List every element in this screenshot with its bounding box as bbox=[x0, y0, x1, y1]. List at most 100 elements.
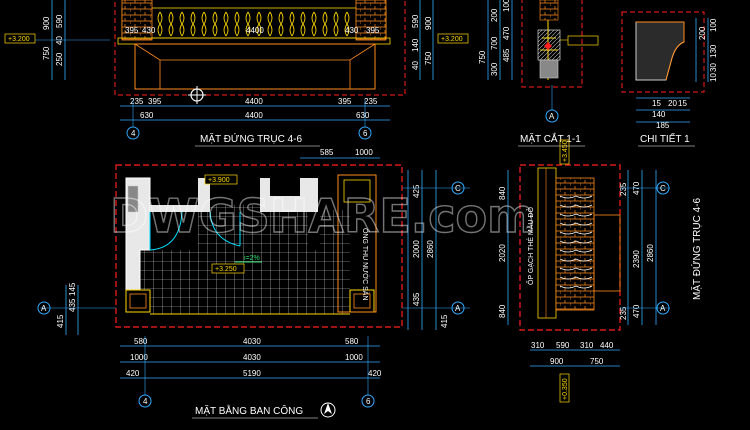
top-row-3: 430 bbox=[345, 26, 359, 35]
level-tag-right2: +3.450 bbox=[562, 140, 569, 162]
side-baluster bbox=[559, 267, 593, 271]
plan-top-0: 585 bbox=[320, 148, 334, 157]
baluster bbox=[267, 11, 273, 37]
side-baluster bbox=[559, 222, 593, 226]
brick-wall bbox=[555, 177, 595, 311]
axis-4-plan-icon bbox=[138, 394, 152, 408]
top-dim-l4: 750 bbox=[42, 46, 51, 60]
pipe-note: ỐNG THU NƯỚC SÀN bbox=[361, 228, 371, 301]
side-baluster bbox=[559, 213, 593, 217]
side-baluster bbox=[559, 231, 593, 235]
baluster bbox=[256, 11, 262, 37]
plan-lv-0: 415 bbox=[56, 314, 65, 328]
plan-lv-1: 435 bbox=[68, 298, 77, 312]
right-balusters bbox=[559, 195, 593, 289]
top-dim-l2: 40 bbox=[55, 36, 64, 45]
right-parapet bbox=[337, 174, 377, 313]
top-dim-r2: 140 bbox=[411, 38, 420, 52]
axis-6-plan-icon bbox=[361, 394, 375, 408]
sec-dim-5: 300 bbox=[490, 62, 499, 76]
axis-a-plan-icon bbox=[451, 301, 465, 315]
title-detail: CHI TIẾT 1 bbox=[640, 132, 690, 145]
side-baluster bbox=[559, 258, 593, 262]
plan-view: ỐNG THU NƯỚC SÀN i=2% +3.900 +3.250 585 … bbox=[37, 148, 470, 419]
baluster bbox=[234, 11, 240, 37]
tile-grid bbox=[150, 250, 350, 314]
top-row-2: 4400 bbox=[246, 26, 264, 35]
baluster bbox=[245, 11, 251, 37]
tile-note: ỐP GẠCH THẺ MẦU ĐỎ bbox=[525, 207, 535, 285]
side-baluster bbox=[559, 249, 593, 253]
det-v0: 100 bbox=[709, 18, 718, 32]
plan-b1-1: 4030 bbox=[243, 337, 261, 346]
row2-0: 630 bbox=[140, 111, 154, 120]
rel-b1-3: 440 bbox=[600, 341, 614, 350]
sec-dim-6: 750 bbox=[478, 50, 487, 64]
baluster bbox=[190, 11, 196, 37]
title-section: MẶT CẮT 1-1 bbox=[520, 132, 581, 145]
axis-6-top: 6 bbox=[363, 129, 368, 138]
row1-2: 4400 bbox=[245, 97, 263, 106]
top-dim-l3: 250 bbox=[55, 52, 64, 66]
row1-3: 395 bbox=[338, 97, 352, 106]
baluster bbox=[201, 11, 207, 37]
baluster bbox=[212, 11, 218, 37]
baluster bbox=[289, 11, 295, 37]
plan-b3-2: 420 bbox=[368, 369, 382, 378]
side-baluster bbox=[559, 195, 593, 199]
axis-a-right: A bbox=[660, 304, 666, 313]
sec-dim-4: 485 bbox=[502, 48, 511, 62]
baluster bbox=[157, 11, 163, 37]
axis-a-plan-left-icon bbox=[37, 301, 51, 315]
plan-b1-0: 580 bbox=[134, 337, 148, 346]
plan-frame bbox=[115, 164, 403, 328]
row2-1: 4400 bbox=[245, 111, 263, 120]
baluster bbox=[333, 11, 339, 37]
baluster bbox=[300, 11, 306, 37]
detail-view: 100 200 130 30 10 15 20 15 140 185 CHI T… bbox=[621, 11, 718, 147]
side-baluster bbox=[559, 204, 593, 208]
door-arc-mid bbox=[209, 211, 241, 247]
sec-dim-3: 700 bbox=[490, 36, 499, 50]
top-row-0: 395 bbox=[125, 26, 139, 35]
plan-rt-1: 415 bbox=[440, 314, 449, 328]
rel-b1-1: 590 bbox=[556, 341, 570, 350]
baluster bbox=[311, 11, 317, 37]
top-row-1: 430 bbox=[142, 26, 156, 35]
right-elevation: ỐP GẠCH THẺ MẦU ĐỎ 840 2020 840 470 235 … bbox=[498, 139, 703, 403]
top-dim-r4: 750 bbox=[424, 51, 433, 65]
balusters bbox=[157, 11, 350, 37]
plan-top-1: 1000 bbox=[355, 148, 373, 157]
axis-a-plan: A bbox=[455, 304, 461, 313]
rel-b2-1: 750 bbox=[590, 357, 604, 366]
baluster bbox=[278, 11, 284, 37]
section-frame bbox=[521, 0, 583, 88]
row1-1: 395 bbox=[148, 97, 162, 106]
plan-b2-0: 1000 bbox=[130, 353, 148, 362]
row1-0: 235 bbox=[130, 97, 144, 106]
baluster bbox=[344, 11, 350, 37]
rel-rt: 2860 bbox=[646, 244, 655, 262]
level-tag-plan2: +3.250 bbox=[215, 266, 237, 273]
axis-4-top-icon bbox=[126, 126, 140, 140]
axis-4-plan: 4 bbox=[143, 397, 148, 406]
baluster bbox=[179, 11, 185, 37]
axis-a-right-icon bbox=[656, 301, 670, 315]
left-pier bbox=[121, 0, 153, 41]
axis-6-top-icon bbox=[358, 126, 372, 140]
det-v2: 130 bbox=[709, 44, 718, 58]
axis-c-right: C bbox=[660, 184, 666, 193]
slope-label: i=2% bbox=[244, 255, 260, 262]
side-baluster bbox=[559, 240, 593, 244]
rel-rv-4: 235 bbox=[619, 306, 628, 320]
plan-b1-2: 580 bbox=[345, 337, 359, 346]
plan-b3-0: 420 bbox=[126, 369, 140, 378]
cornice-profile bbox=[635, 21, 685, 81]
axis-6-plan: 6 bbox=[366, 397, 371, 406]
sec-dim-2: 470 bbox=[502, 26, 511, 40]
right-pier bbox=[355, 0, 387, 41]
slab-edge bbox=[117, 37, 391, 45]
title-elev-top: MẶT ĐỨNG TRỤC 4-6 bbox=[200, 132, 303, 145]
